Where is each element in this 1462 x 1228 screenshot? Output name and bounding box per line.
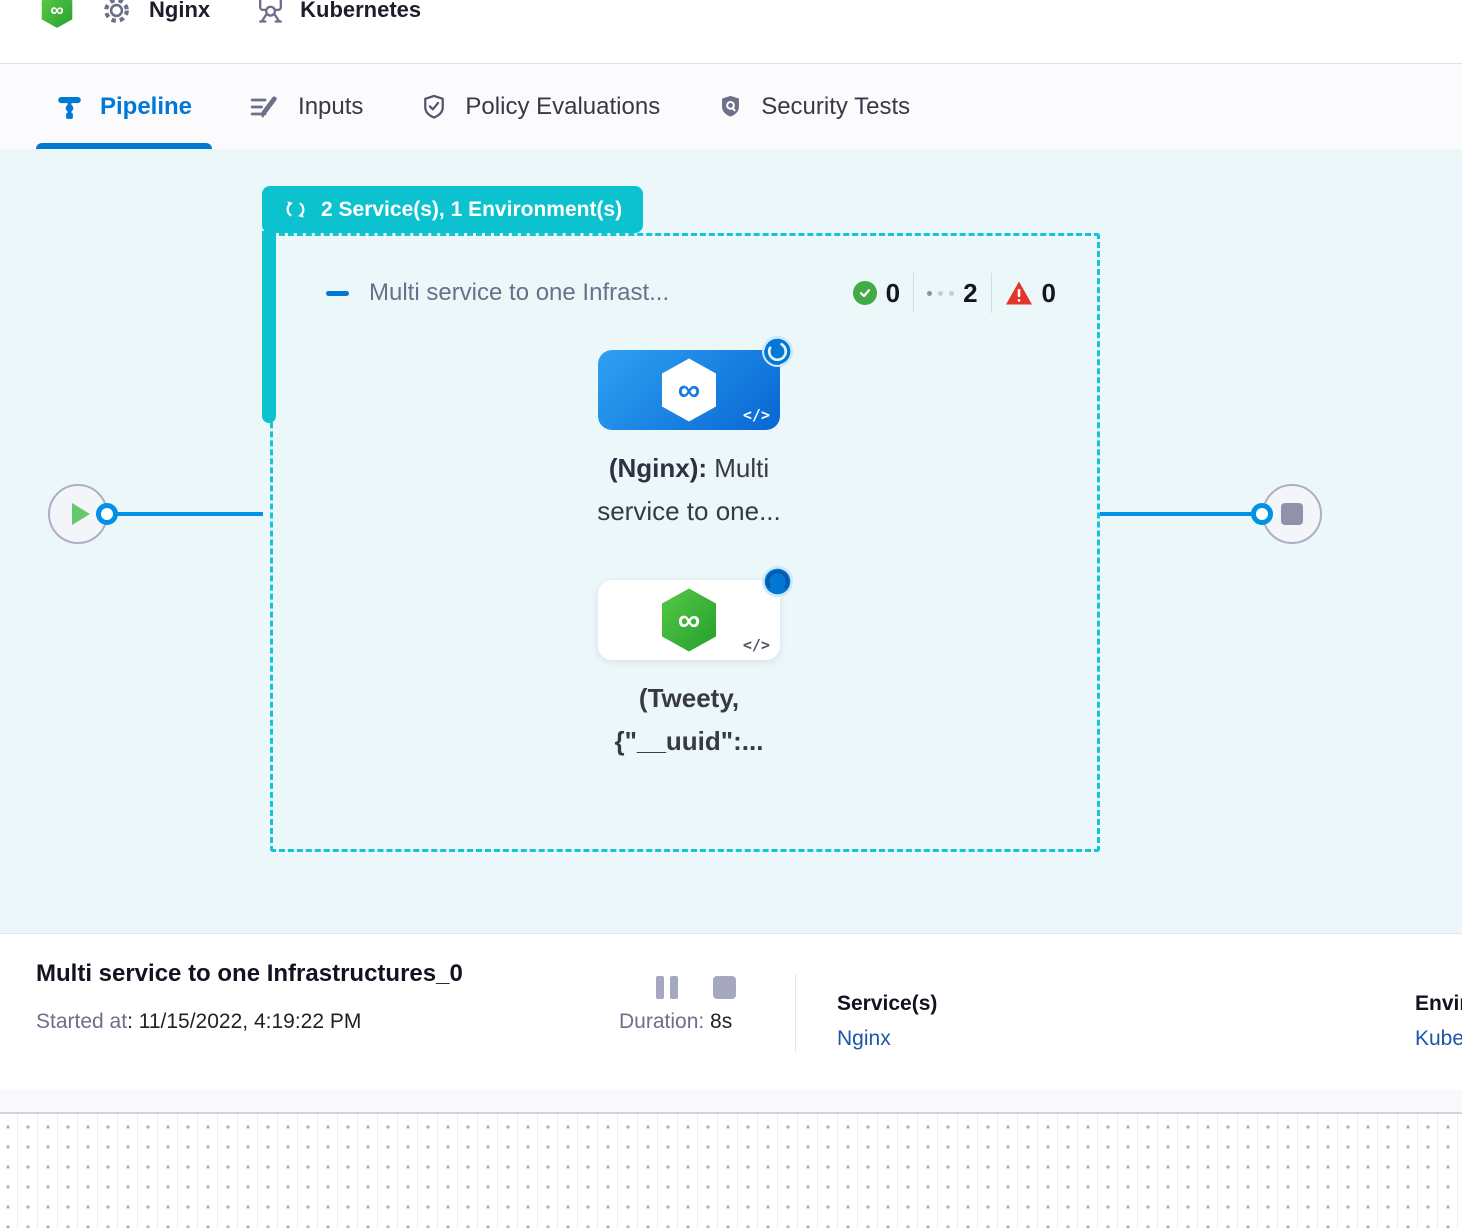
stage-status-summary: 0 2 0	[852, 273, 1056, 313]
tab-security-tests-label: Security Tests	[761, 92, 911, 120]
harness-service-icon: ∞	[662, 358, 716, 422]
tab-security-tests[interactable]: Security Tests	[697, 64, 930, 149]
tab-inputs[interactable]: Inputs	[229, 64, 383, 149]
tab-policy-evaluations[interactable]: Policy Evaluations	[400, 64, 680, 149]
pipeline-icon	[56, 93, 83, 120]
harness-logo-icon[interactable]: ∞	[40, 0, 74, 29]
node-label-rest: Multi	[707, 453, 770, 483]
running-spinner-badge	[762, 336, 793, 367]
running-count: 2	[963, 277, 978, 308]
stage-count-label: 2 Service(s), 1 Environment(s)	[321, 197, 623, 221]
services-link[interactable]: Nginx	[837, 1027, 891, 1050]
tab-pipeline[interactable]: Pipeline	[36, 64, 213, 149]
failed-count: 0	[1041, 277, 1056, 308]
warning-icon	[1005, 280, 1033, 306]
stage-title[interactable]: Multi service to one Infrast...	[369, 279, 670, 306]
footer-divider	[795, 974, 796, 1052]
environments-label: Environment(s)	[1415, 992, 1462, 1015]
stage-selection-tail	[262, 231, 276, 423]
stage-selection-box[interactable]	[270, 233, 1100, 852]
node-label-line1: (Tweety,	[638, 683, 740, 713]
node-label-bold: (Nginx):	[608, 453, 708, 483]
edge-start-to-stage	[110, 512, 263, 516]
shield-scan-icon	[717, 93, 744, 120]
execution-footer: Multi service to one Infrastructures_0 S…	[0, 933, 1462, 1090]
collapse-stage-icon[interactable]	[326, 290, 349, 296]
gear-icon[interactable]	[101, 0, 132, 26]
execution-graph-grid[interactable]	[0, 1112, 1462, 1228]
node-label-line2: {"__uuid":...	[614, 726, 764, 756]
started-at-value: : 11/15/2022, 4:19:22 PM	[127, 1010, 362, 1033]
harness-service-icon: ∞	[662, 588, 716, 652]
running-spinner-badge	[762, 566, 793, 597]
end-node-port[interactable]	[1251, 503, 1273, 525]
svg-text:∞: ∞	[678, 602, 700, 638]
stage-count-badge[interactable]: 2 Service(s), 1 Environment(s)	[262, 186, 644, 233]
node-label-line2: service to one...	[597, 496, 781, 526]
success-icon	[852, 281, 877, 305]
started-at-label: Started at	[36, 1010, 128, 1033]
services-label: Service(s)	[837, 992, 938, 1015]
inputs-icon	[249, 93, 281, 121]
start-node-port[interactable]	[96, 503, 118, 525]
status-divider	[990, 273, 992, 313]
svg-text:∞: ∞	[678, 372, 700, 408]
edge-stage-to-end	[1100, 512, 1254, 516]
code-icon: </>	[742, 406, 770, 424]
running-icon	[927, 290, 955, 296]
play-icon	[71, 503, 90, 525]
breadcrumb: ∞ Nginx Kubernetes	[0, 0, 1462, 63]
shield-check-icon	[420, 93, 448, 121]
tab-inputs-label: Inputs	[298, 92, 364, 120]
breadcrumb-service[interactable]: Nginx	[149, 0, 211, 22]
service-node-nginx[interactable]: ∞ </>	[598, 350, 780, 430]
service-node-tweety[interactable]: ∞ </>	[598, 580, 780, 660]
stop-icon	[1281, 503, 1303, 525]
environments-link[interactable]: Kubernetes	[1415, 1027, 1462, 1050]
code-icon: </>	[742, 636, 770, 654]
success-count: 0	[885, 277, 901, 308]
pause-button[interactable]	[656, 976, 678, 999]
environment-icon[interactable]	[255, 0, 286, 26]
service-node-tweety-label[interactable]: (Tweety, {"__uuid":...	[508, 677, 870, 763]
tab-bar: Pipeline Inputs Policy Evaluations	[0, 63, 1462, 149]
duration-value: 8s	[704, 1010, 733, 1033]
execution-title: Multi service to one Infrastructures_0	[36, 960, 463, 987]
breadcrumb-environment[interactable]: Kubernetes	[300, 0, 422, 22]
svg-text:∞: ∞	[50, 0, 63, 20]
tab-policy-evaluations-label: Policy Evaluations	[465, 92, 661, 120]
status-divider	[913, 273, 915, 313]
pipeline-canvas[interactable]: 2 Service(s), 1 Environment(s) Multi ser…	[0, 149, 1462, 933]
graph-toolbar-strip	[0, 1090, 1462, 1112]
tab-pipeline-label: Pipeline	[100, 92, 193, 120]
refresh-icon	[286, 201, 305, 218]
duration-label: Duration:	[619, 1010, 705, 1033]
service-node-nginx-label[interactable]: (Nginx): Multi service to one...	[508, 447, 870, 533]
stop-button[interactable]	[713, 976, 736, 999]
